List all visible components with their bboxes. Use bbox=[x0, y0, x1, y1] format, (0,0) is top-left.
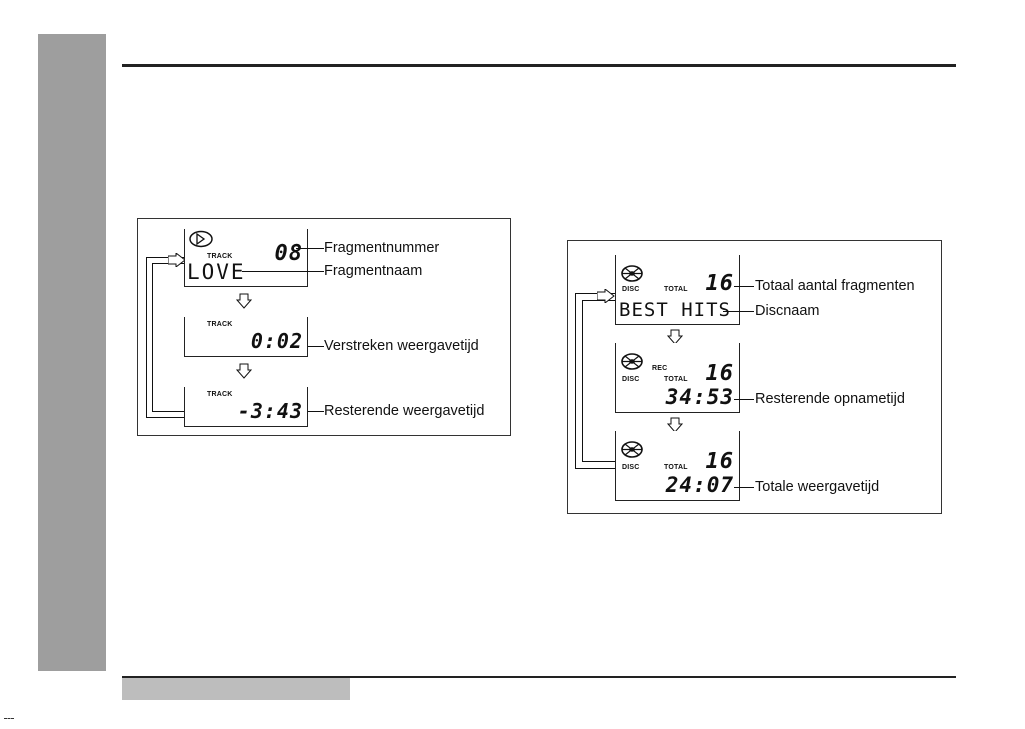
leader-line bbox=[723, 311, 754, 312]
leader-line bbox=[242, 271, 324, 272]
corner-mark bbox=[4, 718, 14, 722]
loop-arrow-icon bbox=[597, 289, 615, 303]
leader-line bbox=[734, 487, 754, 488]
track-indicator: TRACK bbox=[207, 253, 233, 260]
total-tracks-readout: 16 bbox=[706, 449, 735, 474]
disc-name-readout: BEST HITS bbox=[619, 299, 731, 321]
disc-icon bbox=[621, 353, 643, 370]
leader-line bbox=[734, 399, 754, 400]
disc-indicator: DISC bbox=[622, 376, 640, 383]
header-rule bbox=[122, 64, 956, 67]
leader-line bbox=[308, 346, 324, 347]
total-tracks-readout: 16 bbox=[706, 361, 735, 386]
label-track-name: Fragmentnaam bbox=[324, 263, 422, 279]
label-elapsed-time: Verstreken weergavetijd bbox=[324, 338, 479, 354]
lcd-screen-rec-time: REC DISC TOTAL 16 34:53 bbox=[615, 343, 740, 413]
leader-line bbox=[308, 411, 324, 412]
label-remaining-rec-time: Resterende opnametijd bbox=[755, 391, 905, 407]
elapsed-time-readout: 0:02 bbox=[251, 329, 303, 353]
total-indicator: TOTAL bbox=[664, 286, 688, 293]
disc-display-diagram: DISC TOTAL 16 BEST HITS Totaal aantal fr… bbox=[567, 240, 942, 514]
down-arrow-icon bbox=[236, 363, 252, 379]
label-total-tracks: Totaal aantal fragmenten bbox=[755, 278, 915, 294]
rec-indicator: REC bbox=[652, 365, 667, 372]
label-disc-name: Discnaam bbox=[755, 303, 819, 319]
track-indicator: TRACK bbox=[207, 321, 233, 328]
track-name-readout: LOVE bbox=[187, 260, 246, 284]
disc-indicator: DISC bbox=[622, 464, 640, 471]
track-number-readout: 08 bbox=[275, 241, 304, 266]
remaining-rec-time-readout: 34:53 bbox=[666, 385, 734, 409]
total-indicator: TOTAL bbox=[664, 376, 688, 383]
lcd-screen-disc-name: DISC TOTAL 16 BEST HITS bbox=[615, 255, 740, 325]
leader-line bbox=[296, 248, 324, 249]
label-total-play-time: Totale weergavetijd bbox=[755, 479, 879, 495]
loop-connector-inner bbox=[152, 263, 186, 412]
label-track-number: Fragmentnummer bbox=[324, 240, 439, 256]
loop-connector-inner bbox=[582, 300, 615, 462]
leader-line bbox=[734, 286, 754, 287]
label-remaining-time: Resterende weergavetijd bbox=[324, 403, 484, 419]
lcd-screen-elapsed: TRACK 0:02 bbox=[184, 317, 308, 357]
disc-icon bbox=[621, 265, 643, 282]
section-side-tab bbox=[38, 34, 106, 671]
remaining-time-readout: -3:43 bbox=[238, 399, 303, 423]
lcd-screen-track-name: TRACK 08 LOVE bbox=[184, 229, 308, 287]
disc-icon bbox=[621, 441, 643, 458]
track-display-diagram: TRACK 08 LOVE Fragmentnummer Fragmentnaa… bbox=[137, 218, 511, 436]
total-play-time-readout: 24:07 bbox=[666, 473, 734, 497]
lcd-screen-remaining: TRACK -3:43 bbox=[184, 387, 308, 427]
total-indicator: TOTAL bbox=[664, 464, 688, 471]
lcd-screen-total-time: DISC TOTAL 16 24:07 bbox=[615, 431, 740, 501]
footer-tab bbox=[122, 678, 350, 700]
total-tracks-readout: 16 bbox=[706, 271, 735, 296]
cd-play-icon bbox=[189, 230, 213, 248]
track-indicator: TRACK bbox=[207, 391, 233, 398]
disc-indicator: DISC bbox=[622, 286, 640, 293]
down-arrow-icon bbox=[236, 293, 252, 309]
